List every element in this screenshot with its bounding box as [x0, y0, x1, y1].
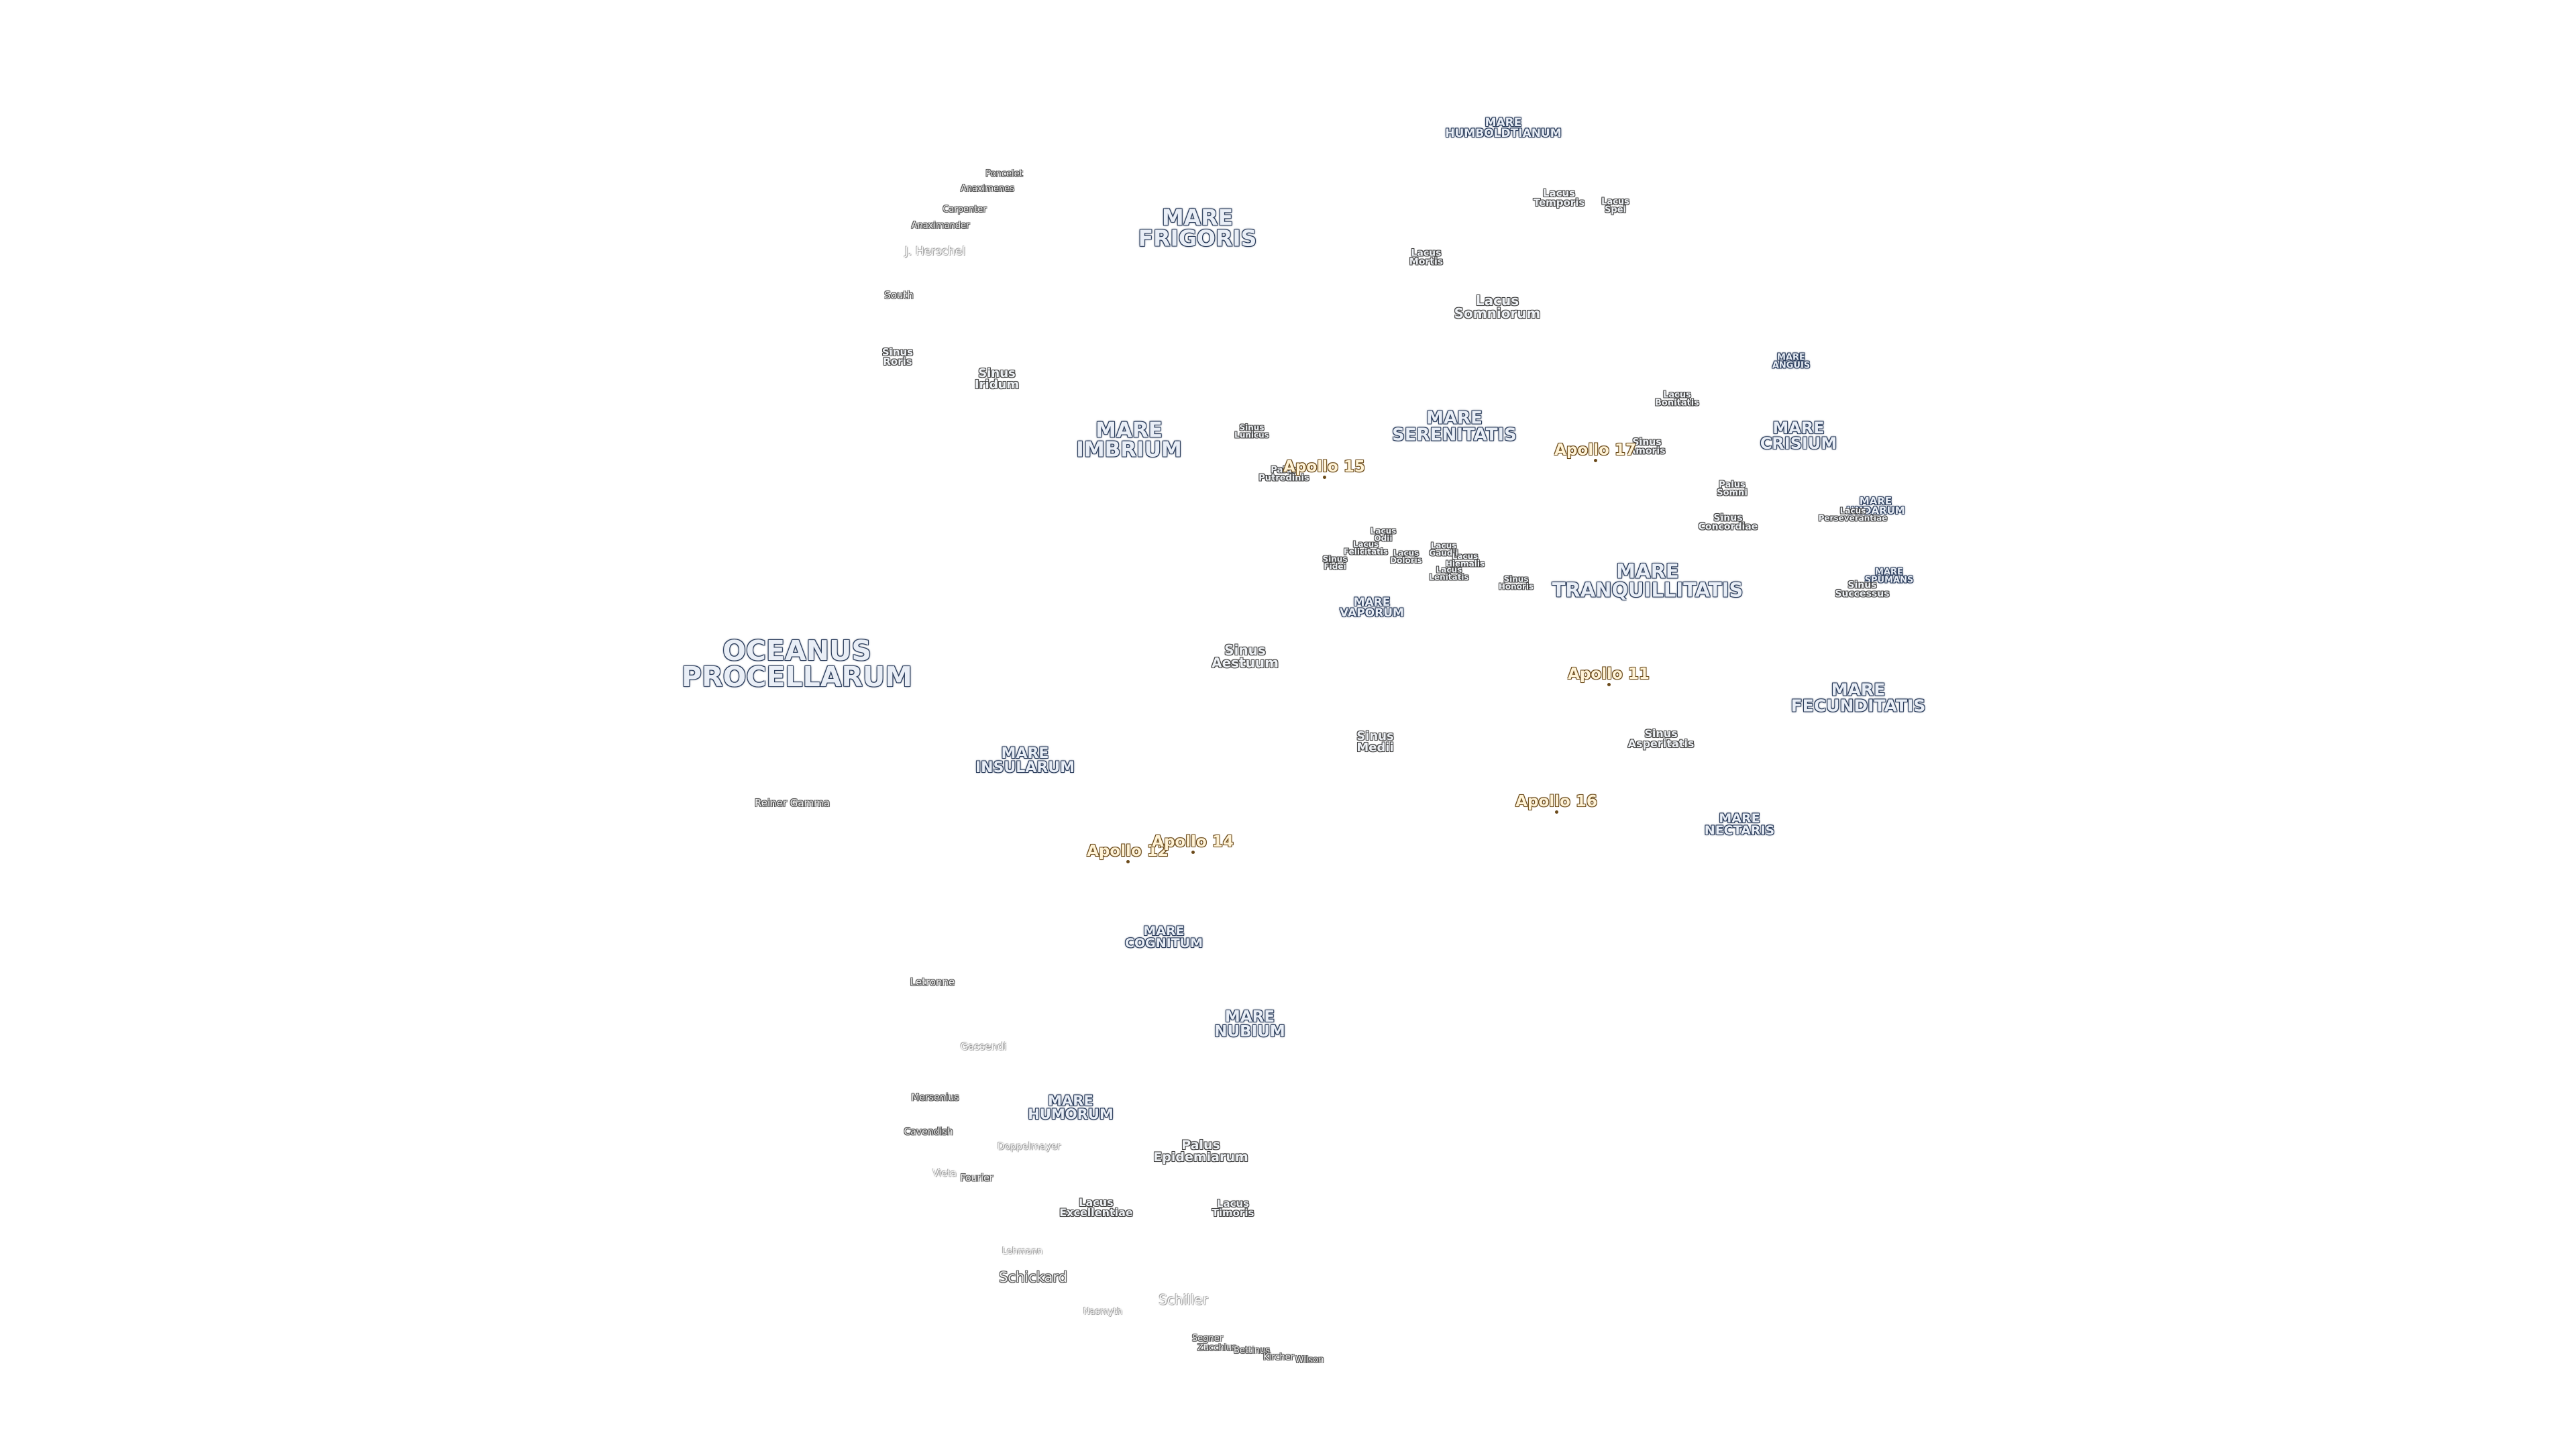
apollo-16-site-marker: [1555, 810, 1558, 814]
label-mare-frigoris: MARE FRIGORIS: [1138, 204, 1257, 252]
label-vieta: Vieta: [932, 1168, 957, 1179]
label-sinus-roris: Sinus Roris: [881, 345, 914, 368]
apollo-12-site-marker: [1126, 860, 1130, 863]
label-lacus-hiemalis: Lacus Hiemalis: [1445, 551, 1485, 569]
label-sinus-asperitatis: Sinus Asperitatis: [1627, 727, 1695, 750]
label-oceanus-procellarum: OCEANUS PROCELLARUM: [681, 635, 913, 693]
label-anaximenes: Anaximenes: [960, 183, 1015, 194]
label-mare-humboldtianum: MARE HUMBOLDTIANUM: [1445, 115, 1562, 140]
label-mare-nubium: MARE NUBIUM: [1214, 1008, 1285, 1040]
label-anaximander: Anaximander: [911, 220, 970, 231]
label-fourier: Fourier: [960, 1173, 994, 1184]
label-mersenius: Mersenius: [911, 1092, 959, 1104]
label-sinus-aestuum: Sinus Aestuum: [1212, 642, 1279, 671]
label-apollo-17: Apollo 17: [1554, 441, 1636, 460]
label-lacus-excellentiae: Lacus Excellentiae: [1059, 1195, 1133, 1219]
label-palus-somni: Palus Somni: [1717, 480, 1748, 498]
label-schickard: Schickard: [999, 1269, 1067, 1286]
label-sinus-concordiae: Sinus Concordiae: [1698, 513, 1758, 533]
label-mare-undarum: MARE UNDARUM: [1846, 494, 1905, 517]
label-mare-spumans: MARE SPUMANS: [1864, 567, 1914, 586]
label-doppelmayer: Doppelmayer: [997, 1141, 1061, 1152]
label-mare-anguis: MARE ANGUIS: [1772, 352, 1811, 371]
label-lacus-mortis: Lacus Mortis: [1409, 248, 1444, 268]
label-apollo-15: Apollo 15: [1283, 458, 1365, 476]
label-mare-imbrium: MARE IMBRIUM: [1076, 418, 1182, 462]
label-lacus-perseverantiae: Lacus Perseverantiae: [1818, 506, 1888, 523]
label-mare-fecunditatis: MARE FECUNDITATIS: [1790, 680, 1926, 715]
label-mare-nectaris: MARE NECTARIS: [1704, 810, 1775, 838]
label-lacus-doloris: Lacus Doloris: [1390, 548, 1422, 566]
label-wilson: Wilson: [1295, 1354, 1324, 1365]
label-lacus-spei: Lacus Spei: [1601, 197, 1629, 215]
apollo-14-site-marker: [1191, 851, 1195, 854]
label-sinus-iridum: Sinus Iridum: [974, 366, 1020, 392]
label-south: South: [884, 288, 914, 301]
label-mare-insularum: MARE INSULARUM: [975, 745, 1075, 776]
label-schiller: Schiller: [1159, 1291, 1208, 1308]
label-sinus-medii: Sinus Medii: [1356, 729, 1394, 755]
apollo-17-site-marker: [1594, 459, 1597, 462]
label-lacus-gaudii: Lacus Gaudii: [1429, 541, 1458, 558]
label-mare-humorum: MARE HUMORUM: [1028, 1093, 1114, 1122]
label-bettinus: Bettinus: [1234, 1345, 1270, 1356]
label-nasmyth: Nasmyth: [1083, 1306, 1123, 1317]
label-palus-epidemiarum: Palus Epidemiarum: [1153, 1137, 1248, 1165]
label-mare-vaporum: MARE VAPORUM: [1340, 595, 1404, 620]
label-lacus-bonitatis: Lacus Bonitatis: [1655, 390, 1699, 409]
label-poncelet: Poncelet: [985, 168, 1023, 179]
label-j-herschel: J. Herschel: [904, 244, 966, 258]
apollo-15-site-marker: [1323, 476, 1326, 479]
label-lacus-felicitatis: Lacus Felicitatis: [1343, 539, 1389, 557]
label-mare-cognitum: MARE COGNITUM: [1125, 923, 1203, 951]
label-sinus-honoris: Sinus Honoris: [1498, 574, 1534, 592]
label-gassendi: Gassendi: [960, 1040, 1007, 1053]
apollo-11-site-marker: [1607, 683, 1611, 686]
label-apollo-14: Apollo 14: [1152, 833, 1234, 851]
label-segner: Segner: [1191, 1333, 1224, 1344]
label-kircher: Kircher: [1263, 1352, 1294, 1362]
label-carpenter: Carpenter: [943, 204, 987, 215]
label-sinus-successus: Sinus Successus: [1835, 580, 1890, 600]
label-mare-serenitatis: MARE SERENITATIS: [1392, 408, 1517, 445]
label-mare-tranquillitatis: MARE TRANQUILLITATIS: [1552, 559, 1743, 601]
label-apollo-11: Apollo 11: [1568, 665, 1650, 684]
label-lacus-odii: Lacus Odii: [1370, 526, 1397, 543]
label-sinus-fidei: Sinus Fidei: [1322, 554, 1348, 572]
label-mare-crisium: MARE CRISIUM: [1760, 419, 1837, 453]
label-sinus-amoris: Sinus Amoris: [1628, 437, 1666, 457]
label-palus-putredinis: Palus Putredinis: [1258, 465, 1309, 484]
label-reiner-gamma: Reiner Gamma: [754, 796, 830, 809]
label-lacus-lenitatis: Lacus Lenitatis: [1429, 565, 1469, 582]
label-sinus-lunicus: Sinus Lunicus: [1234, 423, 1269, 440]
label-zucchius: Zucchius: [1197, 1342, 1237, 1353]
label-lehmann: Lehmann: [1002, 1246, 1043, 1256]
label-apollo-12: Apollo 12: [1087, 843, 1169, 861]
label-cavendish: Cavendish: [904, 1126, 953, 1138]
label-letronne: Letronne: [910, 975, 955, 988]
label-lacus-somniorum: Lacus Somniorum: [1454, 292, 1541, 321]
label-lacus-timoris: Lacus Timoris: [1212, 1197, 1254, 1219]
label-lacus-temporis: Lacus Temporis: [1533, 186, 1585, 209]
label-apollo-16: Apollo 16: [1515, 793, 1597, 811]
